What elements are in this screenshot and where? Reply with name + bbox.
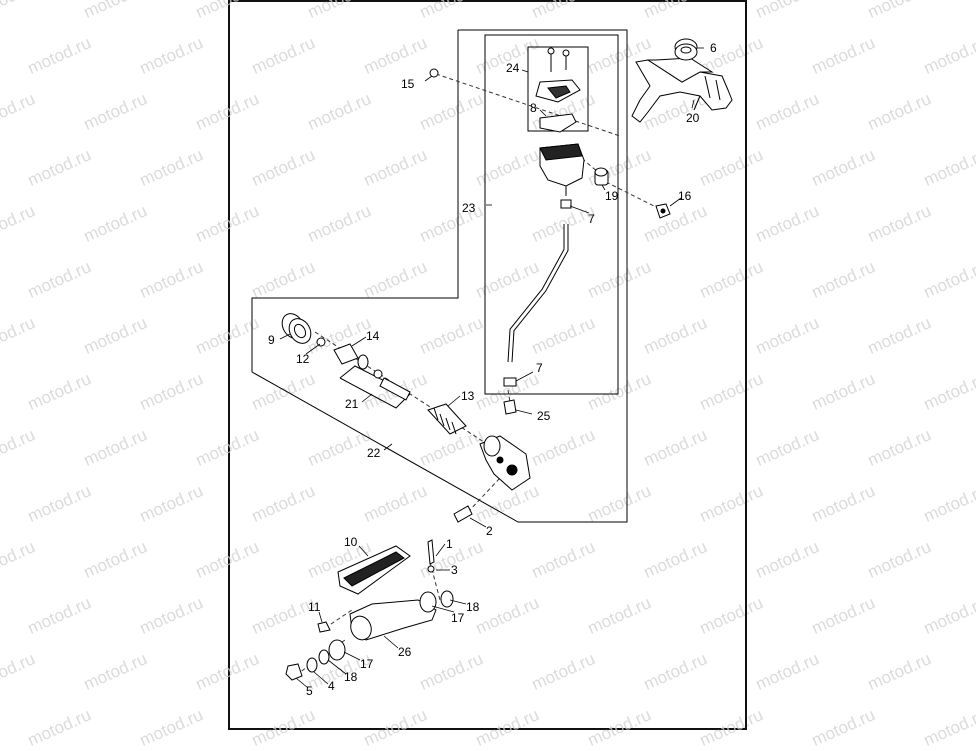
callout-15: 15 (401, 77, 415, 91)
callout-19: 19 (605, 189, 619, 203)
fluid-reservoir (539, 143, 585, 196)
part-16-bolt (655, 203, 671, 219)
part-18-washer-upper (440, 590, 454, 608)
callout-4: 4 (328, 679, 335, 693)
assembly-22-outline (251, 29, 628, 523)
part-7-clamp-upper (560, 199, 572, 209)
part-17-bushing-lower (328, 639, 346, 661)
part-6-grommet (674, 38, 698, 61)
part-8-diaphragm (539, 113, 577, 133)
callout-6: 6 (710, 41, 717, 55)
diagram-frame (228, 0, 747, 730)
callout-17-upper: 17 (451, 611, 465, 625)
part-13-spring (427, 403, 467, 435)
part-5-nut (285, 663, 303, 681)
callout-13: 13 (461, 389, 475, 403)
part-7-clamp-lower (503, 377, 517, 387)
callout-12: 12 (296, 352, 310, 366)
part-2-bolt (453, 505, 473, 523)
part-11-bolt (317, 621, 331, 633)
assembly-23-outline (484, 34, 619, 395)
callout-1: 1 (446, 537, 453, 551)
callout-7-lower: 7 (536, 361, 543, 375)
callout-10: 10 (344, 535, 358, 549)
callout-20: 20 (686, 111, 700, 125)
callout-9: 9 (268, 333, 275, 347)
callout-17-lower: 17 (360, 657, 374, 671)
part-14-pushrod (333, 343, 383, 379)
part-15-nut (429, 68, 439, 78)
part-12-clip (316, 337, 326, 347)
callout-24: 24 (506, 61, 520, 75)
callout-5: 5 (306, 684, 313, 698)
part-4-washer (306, 657, 318, 673)
callout-2: 2 (486, 524, 493, 538)
part-10-pedal-pad (337, 545, 411, 595)
callout-25: 25 (537, 409, 551, 423)
callout-8: 8 (530, 101, 537, 115)
part-1-pin (427, 539, 435, 565)
brake-hose (507, 224, 569, 363)
callout-23: 23 (462, 201, 476, 215)
part-17-bushing-upper (419, 591, 437, 613)
master-cylinder-body (479, 435, 531, 491)
callout-16: 16 (678, 189, 692, 203)
callout-18-lower: 18 (344, 670, 358, 684)
part-3-washer (427, 565, 435, 573)
part-21-piston (379, 377, 411, 401)
part-19-bushing (594, 167, 609, 186)
part-9-boot (281, 313, 312, 344)
part-18-washer-lower (318, 649, 330, 665)
part-25-fitting (503, 399, 517, 415)
exploded-parts-diagram: 6 20 15 16 19 24 8 23 7 7 25 9 12 14 13 … (251, 29, 733, 698)
callout-11: 11 (308, 600, 321, 614)
callout-7-upper: 7 (588, 212, 595, 226)
callout-18-upper: 18 (466, 600, 480, 614)
callout-21: 21 (345, 397, 359, 411)
part-24-cap-screws (535, 47, 581, 103)
callout-3: 3 (451, 563, 458, 577)
callout-22: 22 (367, 446, 381, 460)
callout-26: 26 (398, 645, 412, 659)
callout-14: 14 (366, 329, 380, 343)
part-26-pedal-arm (349, 599, 437, 641)
